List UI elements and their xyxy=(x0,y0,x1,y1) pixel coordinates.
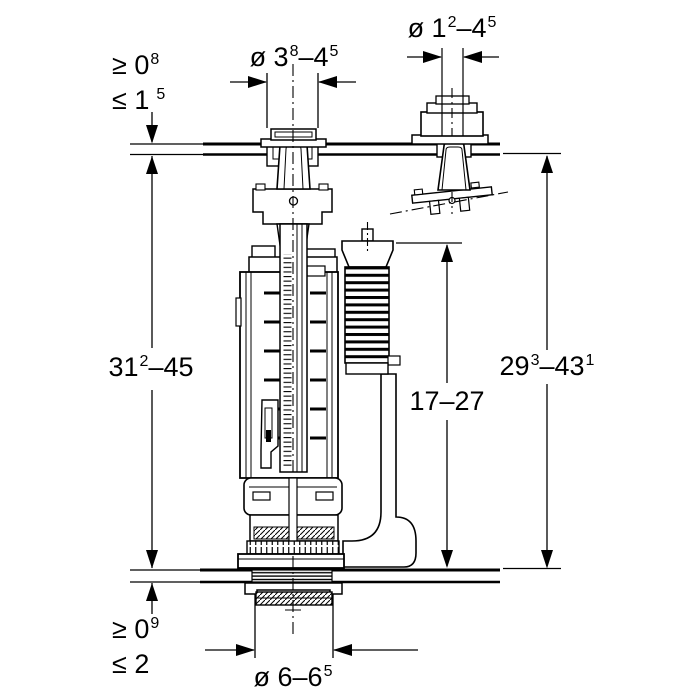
arrow-right-icon xyxy=(236,644,255,656)
arrow-right-icon xyxy=(248,76,267,88)
base-flange xyxy=(237,553,345,569)
lid-thickness-min: ≥ 08 xyxy=(112,50,160,80)
arrow-up-icon xyxy=(146,583,158,601)
body-side-tabs xyxy=(264,291,326,440)
dim-label-fill-hole-diameter: ø 12–45 xyxy=(407,13,497,43)
dim-label-overall-height: 293–431 xyxy=(499,351,595,381)
witness-lines xyxy=(396,152,561,570)
arrow-left-icon xyxy=(318,76,337,88)
dim-label-base-thickness: ≥ 09 ≤ 2 xyxy=(112,614,159,679)
arrow-down-icon xyxy=(541,550,553,569)
fill-valve xyxy=(341,228,417,568)
base-thickness-min: ≥ 09 xyxy=(112,614,160,644)
centerlines xyxy=(285,48,509,636)
dim-label-outlet-diameter: ø 6–65 xyxy=(253,662,333,692)
fill-valve-outlet-pipe xyxy=(342,373,417,568)
arrow-left-icon xyxy=(463,51,482,63)
fill-valve-collar xyxy=(345,362,389,375)
arrow-down-icon xyxy=(146,550,158,569)
dimension-arrowheads xyxy=(146,51,553,656)
arrow-up-icon xyxy=(146,156,158,174)
arrow-up-icon xyxy=(541,155,553,173)
arrow-left-icon xyxy=(333,644,352,656)
fill-valve-side-tab xyxy=(387,355,401,366)
tilt-axis-line xyxy=(389,191,509,215)
arrow-right-icon xyxy=(423,51,442,63)
threaded-shank xyxy=(251,569,333,583)
dim-label-tank-height: 312–45 xyxy=(108,352,194,382)
fill-valve-bellows xyxy=(344,266,390,364)
dim-label-flush-hole-diameter: ø 38–45 xyxy=(249,42,339,72)
ribbed-ring xyxy=(246,540,340,555)
tank-bottom xyxy=(130,568,500,584)
tube-scale xyxy=(283,254,292,466)
arrow-down-icon xyxy=(146,125,158,144)
base-thickness-max: ≤ 2 xyxy=(112,649,150,679)
arrow-up-icon xyxy=(441,244,453,262)
dim-outlet-line xyxy=(205,590,418,658)
flush-valve xyxy=(235,128,345,606)
dim-label-fill-height: 17–27 xyxy=(409,386,485,416)
arrow-down-icon xyxy=(441,550,453,568)
fill-hole-witness-lines xyxy=(441,48,464,136)
